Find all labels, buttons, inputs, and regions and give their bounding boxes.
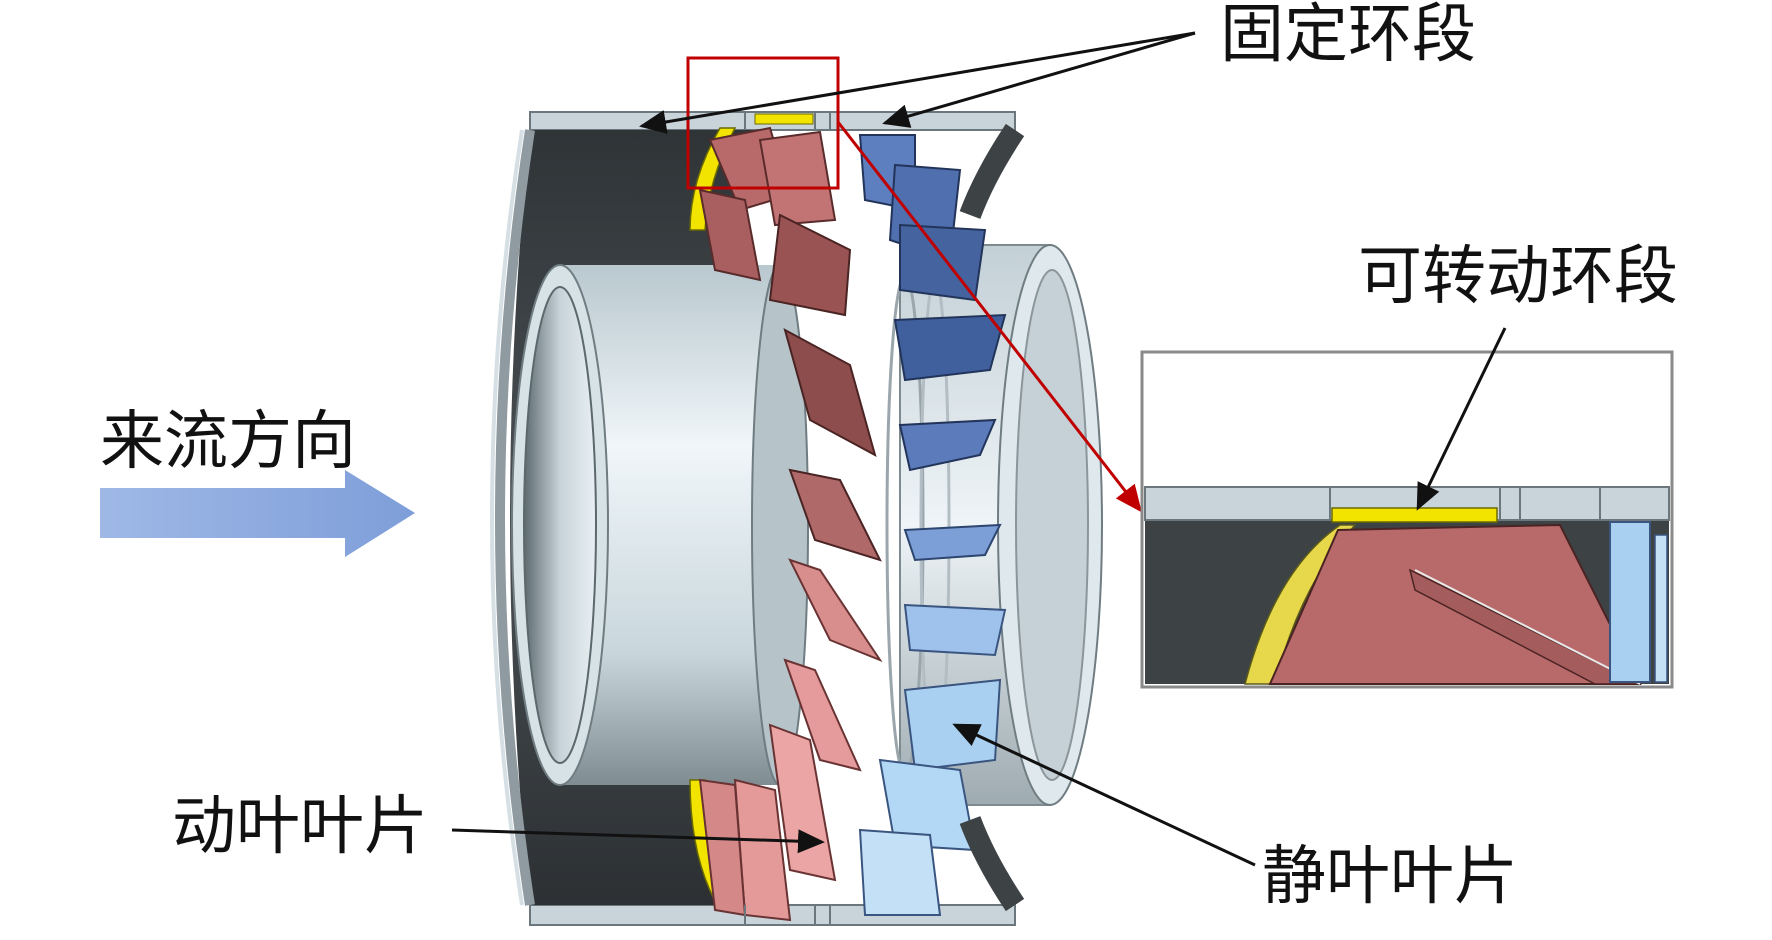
zoom-leader-line [836,121,1142,513]
stator-blade-leader [952,723,1256,867]
label-inflow-direction: 来流方向 [100,405,356,479]
rotor-blade [783,328,877,457]
label-fixed-ring: 固定环段 [1220,0,1476,72]
fixed-ring-leader-right [882,31,1196,128]
rotor-blade [758,130,837,227]
rotor-blade [788,558,883,663]
label-rotor-blade: 动叶叶片 [172,790,428,864]
casing-right-edge [959,123,1025,912]
label-stator-blade: 静叶叶片 [1262,840,1518,914]
label-rotatable-ring: 可转动环段 [1358,240,1678,314]
casing-segment-joints [744,112,831,925]
rotatable-ring-zoomed [1331,507,1498,523]
stator-blade [898,418,997,472]
leader-lines [451,31,1507,867]
rotor-blade [788,468,882,562]
zoom-inset [1140,350,1674,689]
rotor-blade [783,658,862,772]
stator-blade [903,678,1002,772]
stator-blade [899,223,987,302]
fixed-ring-leader-left [639,31,1196,134]
stator-blade [858,828,942,916]
rotor-blade-leader [451,828,825,854]
stator-blade [903,603,1007,657]
inflow-arrow [100,470,415,557]
stator-blade [903,523,1002,562]
rotor-blade [698,188,762,282]
stator-blade [893,313,1007,382]
hub-cylinder [511,264,809,786]
rotatable-ring-leader [1416,327,1507,511]
rotor-blade [768,213,852,317]
